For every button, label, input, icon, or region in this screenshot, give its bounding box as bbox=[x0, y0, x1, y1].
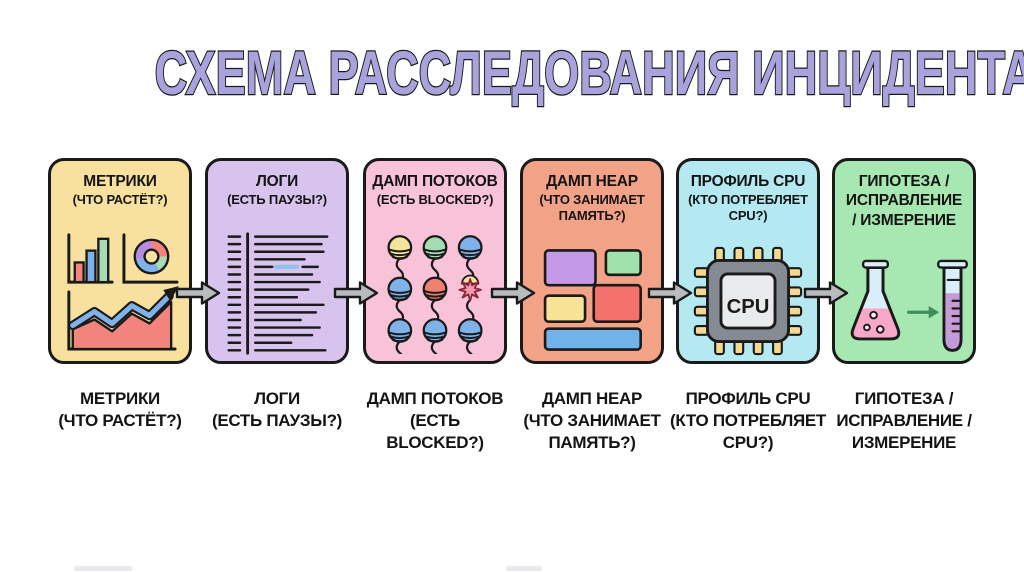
flask-icon bbox=[850, 259, 901, 341]
flow-arrow-icon bbox=[803, 281, 849, 305]
caption-cpu-profile-question: (КТО ПОТРЕБЛЯЕТ CPU?) bbox=[669, 411, 827, 453]
card-logs-subheading: (ЕСТЬ ПАУЗЫ?) bbox=[227, 192, 327, 208]
caption-thread-dump: ДАМП ПОТОКОВ (ЕСТЬ BLOCKED?) bbox=[350, 388, 520, 454]
card-metrics-subheading: (ЧТО РАСТЁТ?) bbox=[72, 192, 168, 208]
cropped-text-remnant bbox=[506, 566, 542, 571]
caption-logs: ЛОГИ (ЕСТЬ ПАУЗЫ?) bbox=[192, 388, 362, 432]
card-logs-heading: ЛОГИ bbox=[255, 173, 299, 190]
flow-arrow-icon bbox=[333, 281, 379, 305]
flask-to-testtube-icon bbox=[850, 259, 968, 352]
card-cpu-profile: ПРОФИЛЬ CPU (КТО ПОТРЕБЛЯЕТ CPU?) CPU bbox=[676, 158, 820, 364]
cpu-chip-icon: CPU bbox=[693, 246, 803, 356]
card-heap-dump-head: ДАМП HEAP (ЧТО ЗАНИМАЕТ ПАМЯТЬ?) bbox=[526, 172, 658, 224]
caption-hypothesis-name: ГИПОТЕЗА / bbox=[854, 389, 954, 408]
card-cpu-profile-subheading: (КТО ПОТРЕБЛЯЕТ CPU?) bbox=[688, 192, 808, 223]
caption-thread-dump-name: ДАМП ПОТОКОВ bbox=[366, 389, 504, 408]
flow-arrow-icon bbox=[490, 281, 536, 305]
card-heap-dump-heading: ДАМП HEAP bbox=[546, 173, 638, 190]
caption-hypothesis-question: ИСПРАВЛЕНИЕ / ИЗМЕРЕНИЕ bbox=[836, 411, 972, 453]
thread-spools-icon bbox=[387, 235, 483, 354]
caption-metrics-question: (ЧТО РАСТЁТ?) bbox=[58, 411, 182, 431]
caption-metrics-name: МЕТРИКИ bbox=[80, 389, 160, 408]
page-title-wrap: СХЕМА РАССЛЕДОВАНИЯ ИНЦИДЕНТА bbox=[0, 38, 1024, 109]
card-heap-dump: ДАМП HEAP (ЧТО ЗАНИМАЕТ ПАМЯТЬ?) bbox=[520, 158, 664, 364]
card-thread-dump-head: ДАМП ПОТОКОВ (ЕСТЬ BLOCKED?) bbox=[369, 172, 501, 208]
card-metrics-head: МЕТРИКИ (ЧТО РАСТЁТ?) bbox=[54, 172, 186, 208]
card-cpu-profile-heading: ПРОФИЛЬ CPU bbox=[690, 173, 806, 190]
card-logs-head: ЛОГИ (ЕСТЬ ПАУЗЫ?) bbox=[211, 172, 343, 208]
caption-metrics: МЕТРИКИ (ЧТО РАСТЁТ?) bbox=[35, 388, 205, 432]
card-metrics-heading: МЕТРИКИ bbox=[83, 173, 157, 190]
flow-arrow-icon bbox=[647, 281, 693, 305]
caption-logs-name: ЛОГИ bbox=[254, 389, 300, 408]
metrics-charts-icon bbox=[67, 233, 180, 351]
blocked-thread-icon bbox=[458, 274, 482, 325]
card-thread-dump: ДАМП ПОТОКОВ (ЕСТЬ BLOCKED?) bbox=[363, 158, 507, 364]
card-thread-dump-subheading: (ЕСТЬ BLOCKED?) bbox=[376, 192, 494, 208]
card-hypothesis: ГИПОТЕЗА / ИСПРАВЛЕНИЕ / ИЗМЕРЕНИЕ bbox=[832, 158, 976, 364]
card-cpu-profile-head: ПРОФИЛЬ CPU (КТО ПОТРЕБЛЯЕТ CPU?) bbox=[682, 172, 814, 224]
card-metrics: МЕТРИКИ (ЧТО РАСТЁТ?) bbox=[48, 158, 192, 364]
flask-arrow-icon bbox=[907, 306, 940, 319]
card-thread-dump-heading: ДАМП ПОТОКОВ bbox=[372, 173, 498, 190]
test-tube-icon bbox=[937, 259, 968, 352]
card-hypothesis-head: ГИПОТЕЗА / ИСПРАВЛЕНИЕ / ИЗМЕРЕНИЕ bbox=[838, 172, 970, 231]
caption-heap-dump-name: ДАМП HEAP bbox=[541, 389, 643, 408]
card-heap-dump-subheading: (ЧТО ЗАНИМАЕТ ПАМЯТЬ?) bbox=[539, 192, 645, 223]
cpu-chip-label: CPU bbox=[727, 296, 770, 318]
caption-hypothesis: ГИПОТЕЗА / ИСПРАВЛЕНИЕ / ИЗМЕРЕНИЕ bbox=[819, 388, 989, 454]
log-lines-icon bbox=[227, 232, 329, 355]
cropped-text-remnant bbox=[74, 566, 132, 571]
caption-cpu-profile-name: ПРОФИЛЬ CPU bbox=[685, 389, 811, 408]
caption-heap-dump: ДАМП HEAP (ЧТО ЗАНИМАЕТ ПАМЯТЬ?) bbox=[507, 388, 677, 454]
caption-logs-question: (ЕСТЬ ПАУЗЫ?) bbox=[211, 411, 343, 431]
flow-arrow-icon bbox=[175, 281, 221, 305]
page-title: СХЕМА РАССЛЕДОВАНИЯ ИНЦИДЕНТА bbox=[154, 38, 1024, 109]
heap-blocks-icon bbox=[543, 249, 642, 351]
caption-thread-dump-question: (ЕСТЬ BLOCKED?) bbox=[386, 411, 484, 453]
caption-heap-dump-question: (ЧТО ЗАНИМАЕТ ПАМЯТЬ?) bbox=[523, 411, 661, 453]
caption-cpu-profile: ПРОФИЛЬ CPU (КТО ПОТРЕБЛЯЕТ CPU?) bbox=[663, 388, 833, 454]
card-logs: ЛОГИ (ЕСТЬ ПАУЗЫ?) bbox=[205, 158, 349, 364]
card-hypothesis-heading: ГИПОТЕЗА / ИСПРАВЛЕНИЕ / ИЗМЕРЕНИЕ bbox=[845, 173, 963, 229]
